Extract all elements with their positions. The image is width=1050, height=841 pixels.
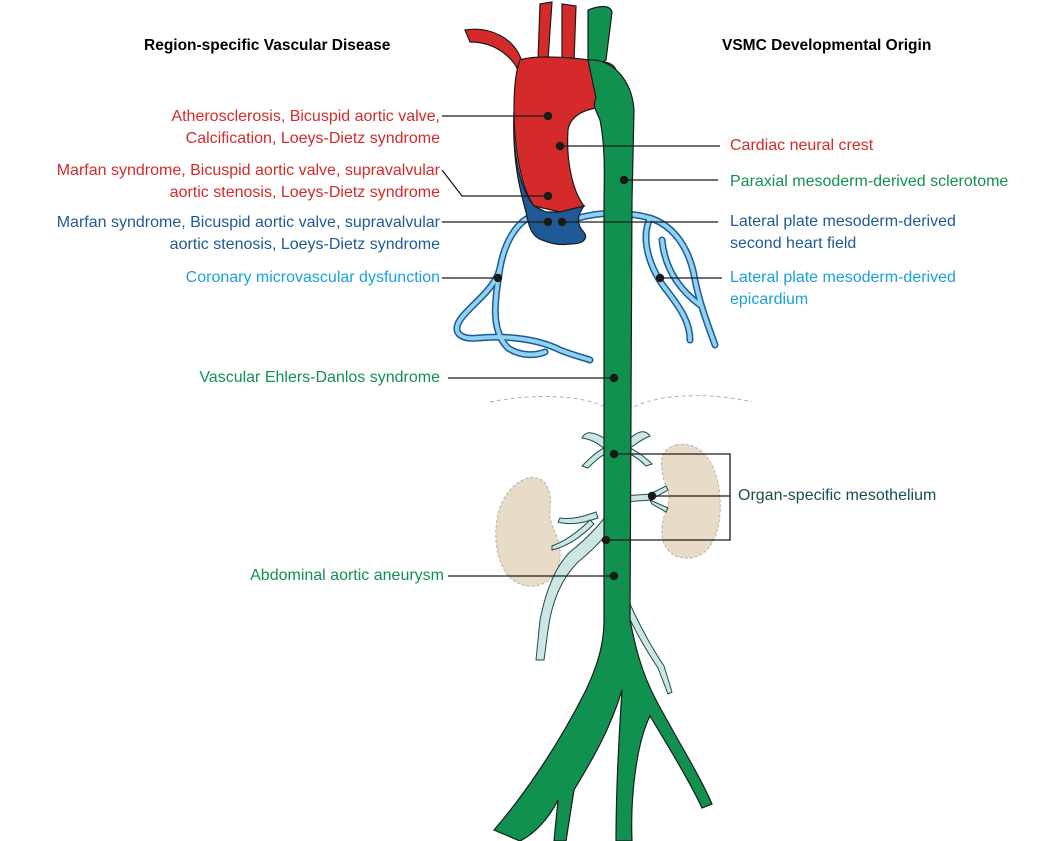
right-kidney	[660, 443, 721, 559]
disease-label-coronary: Coronary microvascular dysfunction	[185, 269, 440, 286]
aorta-green	[493, 5, 713, 841]
aortic-arch-red	[464, 1, 617, 213]
disease-label-neural-crest: Atherosclerosis, Bicuspid aortic valve, …	[171, 108, 440, 147]
origin-label-epicardium: Lateral plate mesoderm-derived epicardiu…	[730, 269, 956, 308]
left-kidney	[495, 477, 561, 587]
disease-label-neural-crest-root: Marfan syndrome, Bicuspid aortic valve, …	[56, 162, 440, 201]
left-column-header: Region-specific Vascular Disease	[144, 37, 391, 54]
leader-lines	[441, 115, 731, 577]
origin-label-cardiac-neural-crest: Cardiac neural crest	[730, 137, 874, 154]
origin-label-sclerotome: Paraxial mesoderm-derived sclerotome	[730, 173, 1009, 190]
disease-label-aaa: Abdominal aortic aneurysm	[250, 567, 444, 584]
origin-label-second-heart-field: Lateral plate mesoderm-derived second he…	[730, 213, 956, 252]
right-column-header: VSMC Developmental Origin	[722, 37, 932, 54]
mesothelium-vessels	[535, 431, 673, 695]
aortic-root-blue	[513, 111, 587, 246]
connection-dots	[493, 111, 665, 581]
disease-label-second-heart-field: Marfan syndrome, Bicuspid aortic valve, …	[56, 214, 440, 253]
disease-label-ehlers-danlos: Vascular Ehlers-Danlos syndrome	[199, 369, 440, 386]
origin-label-mesothelium: Organ-specific mesothelium	[738, 487, 937, 504]
diaphragm-line	[489, 395, 753, 411]
